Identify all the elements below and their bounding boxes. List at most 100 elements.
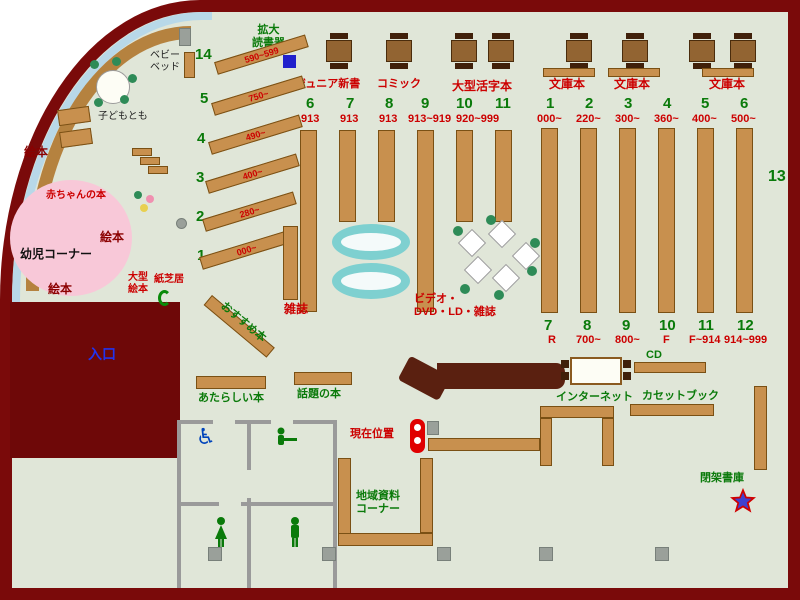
baby-books-label: 赤ちゃんの本: [46, 190, 106, 201]
current-location-label: 現在位置: [350, 428, 394, 440]
topic-books-label: 話題の本: [297, 388, 341, 400]
reading-table: [451, 33, 477, 69]
bunko-label: 文庫本: [549, 77, 586, 91]
chair: [561, 360, 569, 368]
kamishibai-label: 紙芝居: [154, 274, 184, 285]
av-chair: [494, 290, 504, 300]
right-shelf-range-top: 500~: [731, 113, 756, 125]
pillar: [208, 547, 222, 561]
cd-label: CD: [646, 349, 662, 361]
bunko-shelf: [543, 68, 595, 77]
chair-dot: [90, 60, 99, 69]
bookshelf-column: [541, 128, 558, 313]
pillar: [322, 547, 336, 561]
wall-shelf-13-label: 13: [768, 168, 786, 185]
wall: [241, 502, 337, 506]
magazine-shelf: [283, 226, 298, 300]
picture-books-label: 絵本: [48, 282, 73, 296]
right-shelf-range-top: 000~: [537, 113, 562, 125]
comic-label: コミック: [377, 78, 421, 90]
right-shelf-number-bottom: 7: [544, 317, 553, 334]
local-materials-label: 地域資料 コーナー: [356, 490, 400, 515]
right-shelf-range-top: 400~: [692, 113, 717, 125]
pillar-circle: [176, 218, 187, 229]
step-shelf: [140, 157, 160, 165]
right-shelf-number-top: 6: [740, 95, 749, 112]
bookshelf-column: [697, 128, 714, 313]
junior-shinsho-label: ジュニア新書: [295, 78, 361, 90]
floor-cushion-pink: [146, 195, 154, 203]
bookshelf-column: [339, 130, 356, 222]
chair: [623, 360, 631, 368]
right-shelf-range-top: 220~: [576, 113, 601, 125]
internet-label: インターネット: [556, 391, 633, 403]
reading-table: [622, 33, 648, 69]
bookshelf-column: [417, 130, 434, 312]
chair-dot: [128, 74, 137, 83]
right-shelf-range-top: 360~: [654, 113, 679, 125]
bunko-shelf: [608, 68, 660, 77]
magazine-display-rack: [332, 224, 410, 260]
topic-books-shelf: [294, 372, 352, 385]
service-counter: [437, 363, 565, 389]
wall: [247, 420, 251, 470]
reading-table: [566, 33, 592, 69]
bookshelf-column: [456, 130, 473, 222]
fan-shelf-number: 3: [196, 169, 205, 186]
chair-dot: [94, 98, 103, 107]
closed-stacks-star-icon: [730, 488, 756, 513]
bunko-label: 文庫本: [709, 77, 746, 91]
right-shelf-range-top: 300~: [615, 113, 640, 125]
center-shelf-number: 8: [385, 95, 394, 112]
av-chair: [460, 284, 470, 294]
woman-icon: [215, 517, 227, 547]
magazine-display-rack: [332, 263, 410, 299]
center-shelf-range: 913: [340, 113, 359, 125]
center-shelf-number: 6: [306, 95, 315, 112]
right-shelf-number-top: 3: [624, 95, 633, 112]
wall: [247, 498, 251, 588]
baby-bed-label: ベビー ベッド: [150, 50, 180, 73]
shelf: [428, 438, 540, 451]
right-shelf-range-bottom: 800~: [615, 334, 640, 346]
internet-table: [570, 357, 622, 385]
wall: [177, 420, 181, 588]
center-shelf-range: 913: [301, 113, 320, 125]
magnifier-device-icon: [283, 55, 296, 68]
local-materials-shelf: [338, 533, 433, 546]
wall: [235, 420, 271, 424]
av-chair: [527, 266, 537, 276]
step-shelf: [132, 148, 152, 156]
reading-table: [689, 33, 715, 69]
wheelchair-icon: ♿: [196, 424, 216, 449]
new-books-label: あたらしい本: [198, 392, 264, 404]
local-materials-shelf: [420, 458, 433, 533]
chair: [623, 372, 631, 380]
man-icon: [291, 517, 299, 547]
large-picture-books-label: 大型 絵本: [128, 272, 148, 295]
fan-shelf-number: 2: [196, 208, 205, 225]
center-shelf-range: 920~999: [456, 113, 500, 125]
baby-changing-icon: [277, 427, 297, 445]
shelf: [602, 418, 614, 466]
av-chair: [486, 215, 496, 225]
wall: [181, 502, 219, 506]
av-chair: [453, 226, 463, 236]
closed-stacks-label: 閉架書庫: [700, 472, 744, 484]
infant-corner-carpet: [10, 180, 132, 296]
floor-cushion-green: [134, 191, 142, 199]
shelf: [540, 418, 552, 466]
wall: [333, 420, 337, 588]
marker-dot: [414, 424, 421, 431]
right-shelf-number-bottom: 10: [659, 317, 676, 334]
center-shelf-number: 11: [495, 95, 511, 112]
bookshelf-column: [495, 130, 512, 222]
marker-dot: [414, 437, 421, 444]
pillar: [539, 547, 553, 561]
right-shelf-range-bottom: 914~999: [724, 334, 768, 346]
reading-table: [326, 33, 352, 69]
right-shelf-range-bottom: F~914: [689, 334, 721, 346]
chair-dot: [120, 95, 129, 104]
wall: [293, 420, 337, 424]
right-shelf-number-top: 1: [546, 95, 555, 112]
